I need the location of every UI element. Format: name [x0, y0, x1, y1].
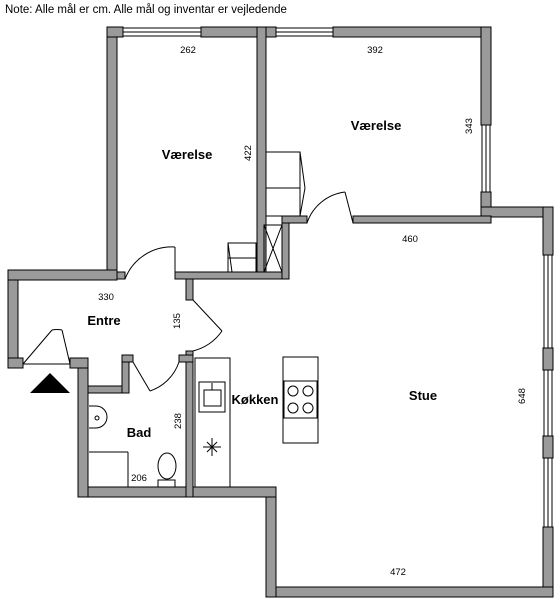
wall — [542, 435, 554, 459]
door-bad — [132, 361, 180, 392]
wall — [542, 347, 554, 371]
wall — [332, 26, 492, 38]
closet — [263, 224, 283, 273]
wall — [7, 357, 24, 369]
wall — [87, 385, 123, 394]
wall — [106, 26, 118, 280]
wall — [121, 354, 134, 363]
wall — [480, 206, 554, 218]
room-label-bad: Bad — [127, 425, 152, 440]
wall — [77, 367, 89, 498]
room-label-koekken: Køkken — [232, 392, 279, 407]
dim-entre-width: 330 — [98, 292, 114, 303]
wall — [7, 269, 19, 369]
plan-note: Note: Alle mål er cm. Alle mål og invent… — [5, 4, 287, 16]
wall — [281, 215, 290, 280]
dim-vaerelse-1-width: 262 — [180, 45, 196, 56]
wall — [116, 271, 126, 280]
toilet — [157, 452, 177, 488]
wall — [185, 350, 194, 498]
dim-vaerelse-1-depth: 422 — [243, 145, 254, 161]
room-label-vaerelse-2: Værelse — [351, 118, 402, 133]
wall — [480, 26, 492, 126]
wardrobe — [227, 242, 257, 273]
wall — [69, 357, 89, 369]
wall — [77, 486, 277, 498]
door-vaerelse-1 — [124, 246, 176, 280]
door-vaerelse-2 — [306, 191, 354, 224]
wall — [265, 496, 277, 598]
wall — [7, 269, 118, 281]
wall — [352, 215, 492, 224]
dim-stue-bottom: 472 — [390, 567, 406, 578]
wall — [542, 206, 554, 256]
door-front — [22, 328, 71, 365]
entrance-arrow-icon — [30, 373, 70, 393]
wall — [281, 215, 308, 224]
stove-icon — [203, 438, 221, 456]
kitchen-sink — [198, 381, 226, 413]
washbasin — [89, 405, 108, 429]
door-stue — [192, 299, 223, 352]
dim-vaerelse-2-width: 392 — [367, 45, 383, 56]
wall — [174, 271, 290, 280]
shower — [89, 451, 129, 487]
dim-vaerelse-2-depth: 343 — [464, 118, 475, 134]
room-label-vaerelse-1: Værelse — [162, 147, 213, 162]
dim-bad-depth: 238 — [173, 413, 184, 429]
hob-icon — [283, 380, 318, 419]
wall — [106, 26, 124, 38]
room-label-stue: Stue — [409, 388, 437, 403]
dim-entre-depth: 135 — [172, 313, 183, 329]
dim-stue-top: 460 — [402, 234, 418, 245]
wall — [265, 586, 554, 598]
room-label-entre: Entre — [87, 313, 120, 328]
wall — [185, 278, 194, 301]
kitchen-island — [282, 356, 319, 444]
kitchen-counter — [194, 357, 231, 488]
wardrobe — [265, 151, 306, 217]
wall — [178, 354, 194, 363]
dim-stue-side: 648 — [517, 388, 528, 404]
wall — [256, 26, 267, 280]
dim-bad-width: 206 — [131, 473, 147, 484]
